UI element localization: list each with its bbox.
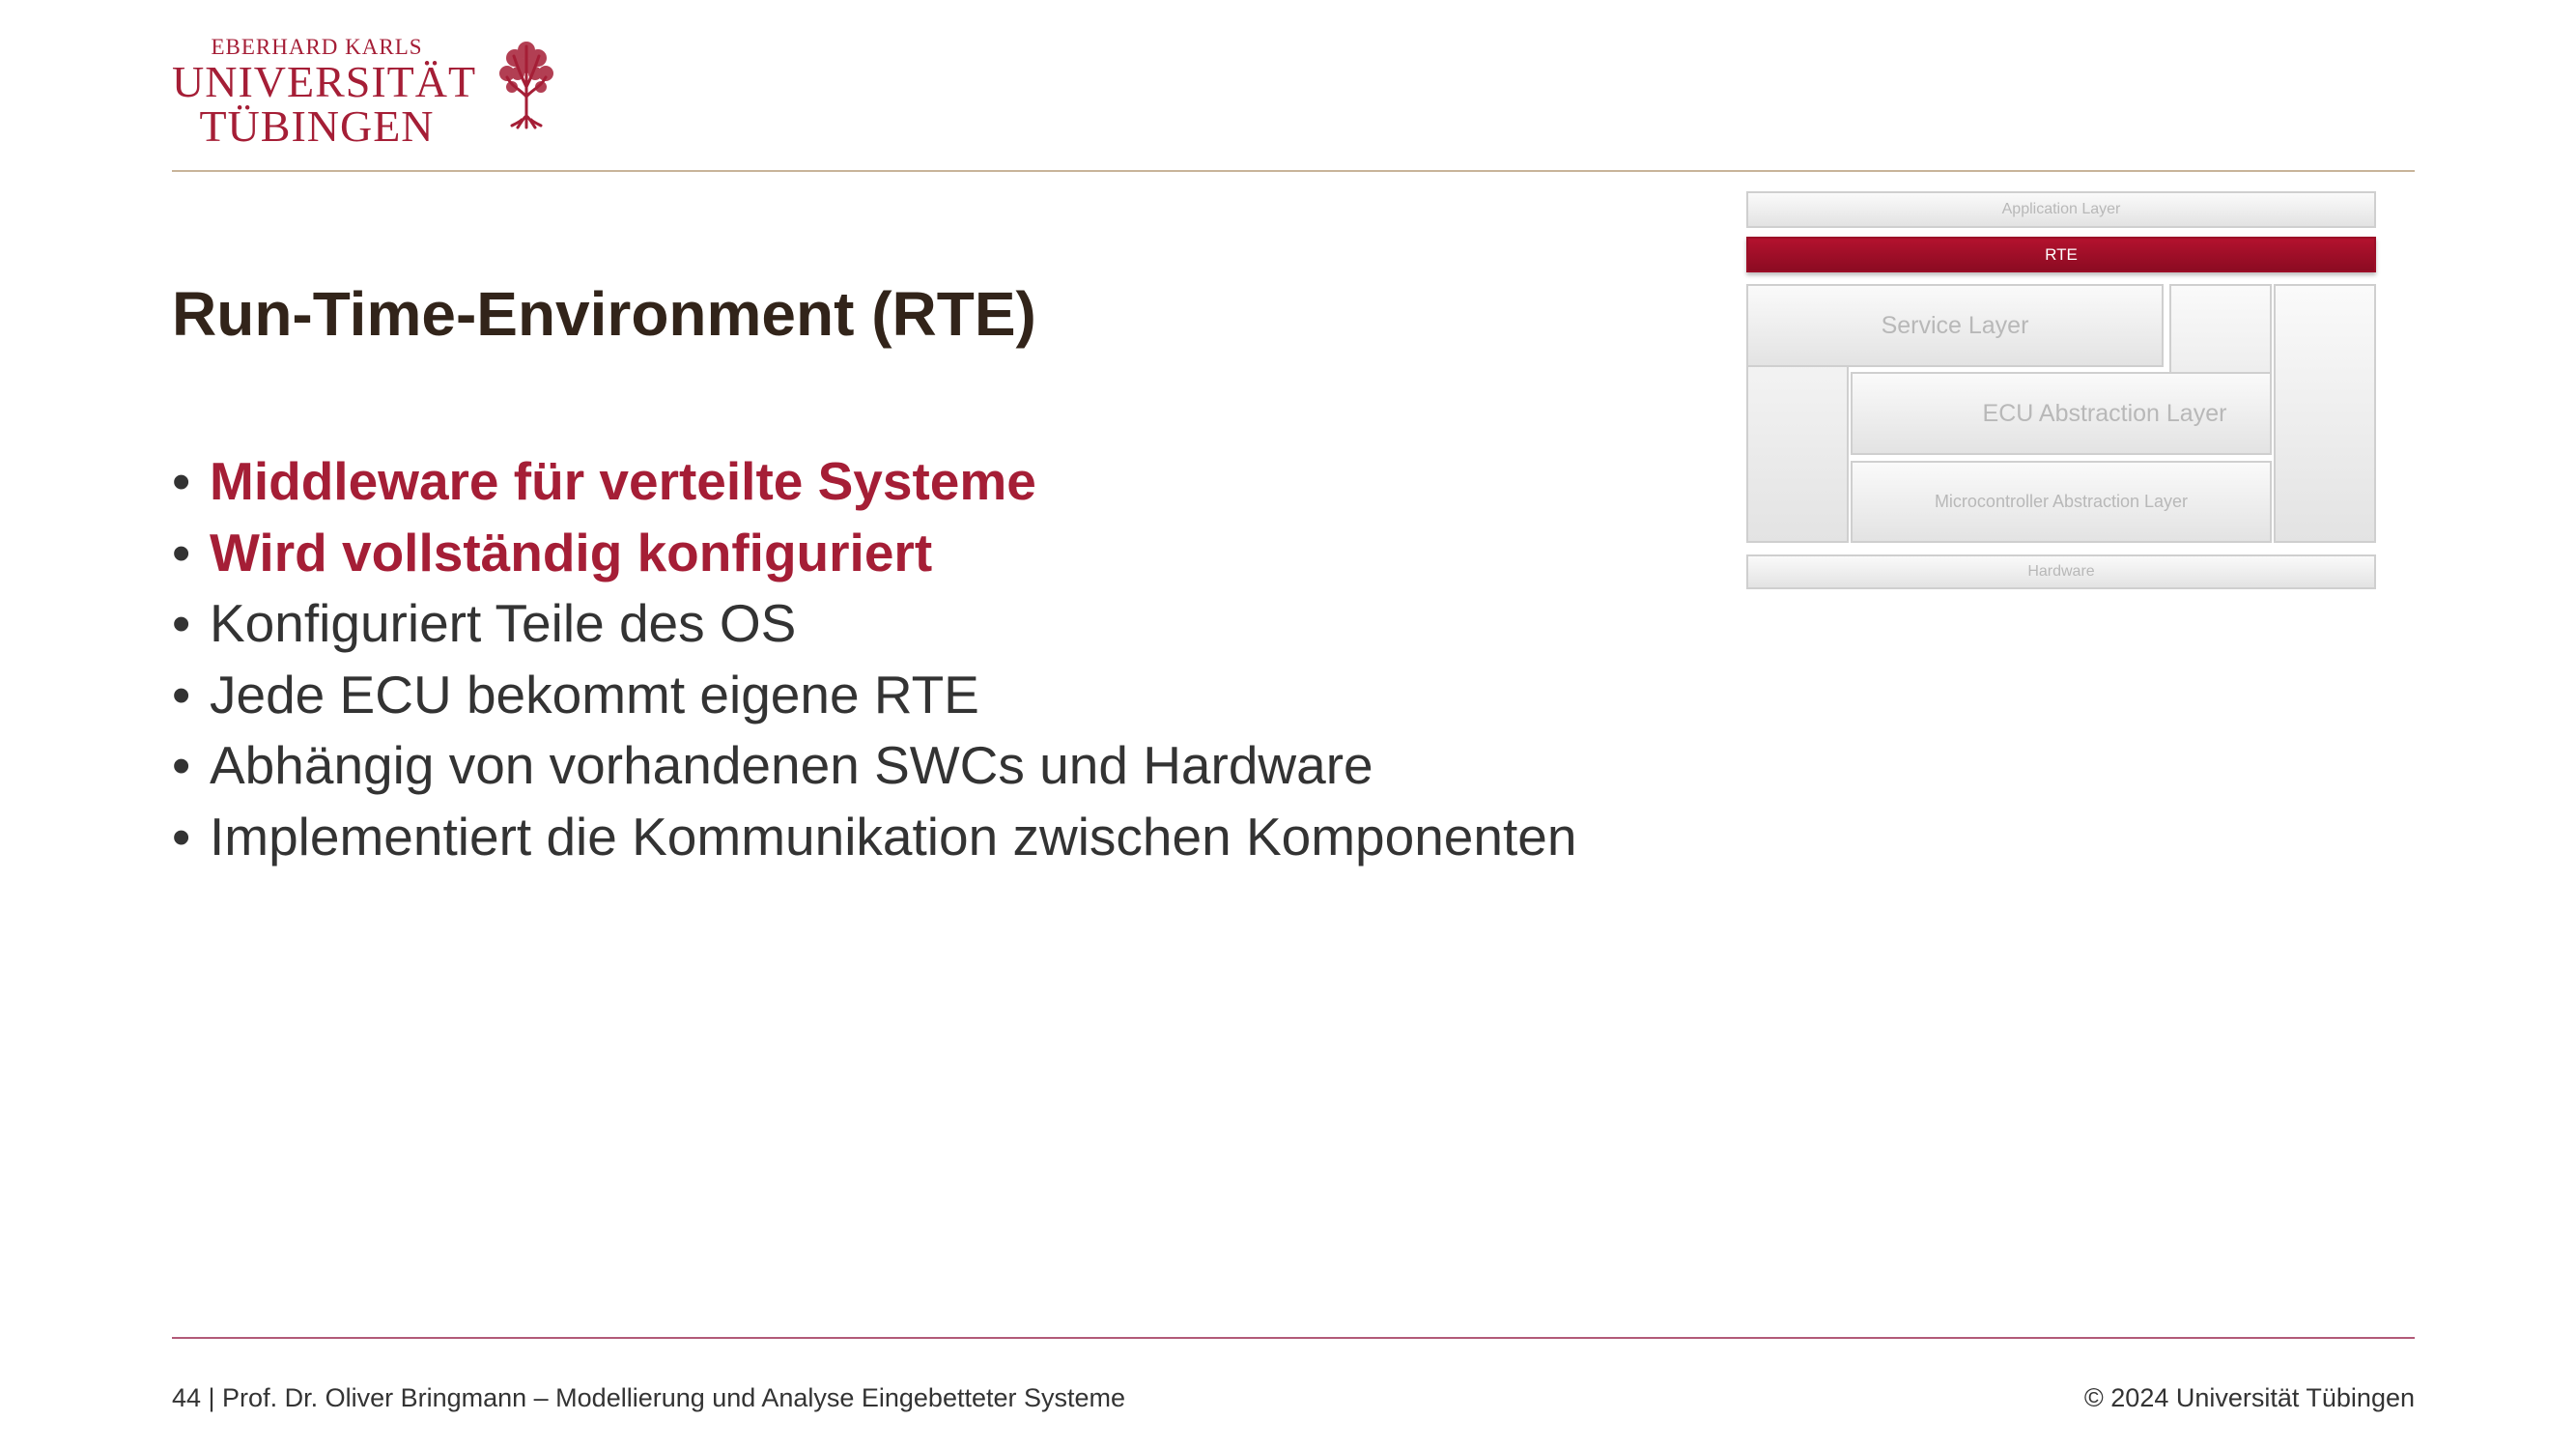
hardware-layer-box: Hardware <box>1746 554 2376 589</box>
list-item: • Konfiguriert Teile des OS <box>172 588 1576 660</box>
bullet-text: Wird vollständig konfiguriert <box>210 522 933 582</box>
logo-line-2: UNIVERSITÄT <box>172 57 477 106</box>
bullet-dot: • <box>172 664 191 724</box>
bullet-list: • Middleware für verteilte Systeme • Wird … <box>172 446 1576 872</box>
logo-wordmark: EBERHARD KARLS UNIVERSITÄT TÜBINGEN <box>172 35 477 151</box>
bullet-dot: • <box>172 735 191 795</box>
autosar-layer-diagram: Application Layer RTE Service Layer ECU … <box>1746 191 2376 591</box>
bullet-text: Konfiguriert Teile des OS <box>210 593 797 653</box>
bullet-dot: • <box>172 806 191 867</box>
list-item: • Jede ECU bekommt eigene RTE <box>172 660 1576 731</box>
application-layer-box: Application Layer <box>1746 191 2376 228</box>
rte-layer-box: RTE <box>1746 237 2376 272</box>
bullet-text: Middleware für verteilte Systeme <box>210 451 1036 511</box>
list-item: • Middleware für verteilte Systeme <box>172 446 1576 518</box>
footer-course-info: 44 | Prof. Dr. Oliver Bringmann – Modell… <box>172 1383 1126 1412</box>
logo-line-3: TÜBINGEN <box>199 101 435 151</box>
ecu-abstraction-layer-box: ECU Abstraction Layer <box>1851 372 2272 455</box>
list-item: • Abhängig von vorhandenen SWCs und Hardw… <box>172 730 1576 802</box>
university-tree-icon <box>499 42 553 129</box>
bullet-text: Abhängig von vorhandenen SWCs und Hardwa… <box>210 735 1373 795</box>
bullet-dot: • <box>172 593 191 653</box>
bullet-text: Implementiert die Kommunikation zwischen… <box>210 806 1577 867</box>
bullet-text: Jede ECU bekommt eigene RTE <box>210 664 979 724</box>
university-logo: EBERHARD KARLS UNIVERSITÄT TÜBINGEN <box>172 35 558 149</box>
slide-title: Run-Time-Environment (RTE) <box>172 279 1036 349</box>
list-item: • Wird vollständig konfiguriert <box>172 518 1576 589</box>
list-item: • Implementiert die Kommunikation zwische… <box>172 802 1576 873</box>
header-divider <box>172 170 2415 172</box>
bullet-dot: • <box>172 451 191 511</box>
logo-line-1: EBERHARD KARLS <box>211 35 423 59</box>
microcontroller-abstraction-layer-box: Microcontroller Abstraction Layer <box>1851 461 2272 543</box>
complex-driver-right-box <box>2274 284 2376 543</box>
bullet-dot: • <box>172 522 191 582</box>
footer-divider <box>172 1337 2415 1339</box>
footer-copyright: © 2024 Universität Tübingen <box>2083 1383 2415 1412</box>
service-layer-box: Service Layer <box>1748 284 2164 367</box>
